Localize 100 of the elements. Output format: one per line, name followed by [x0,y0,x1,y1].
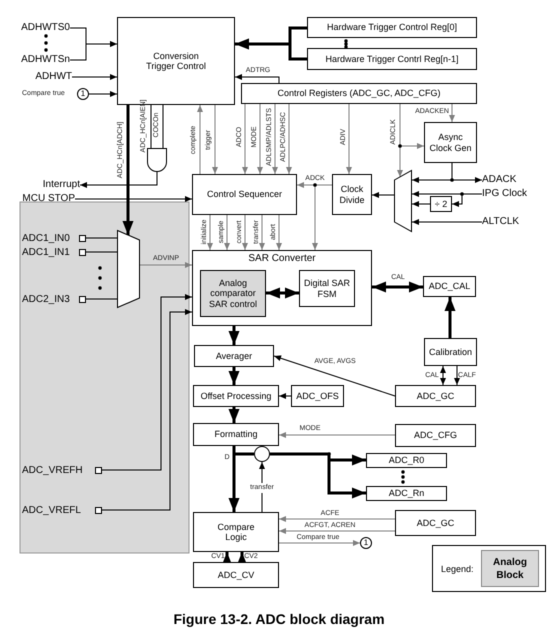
legend-swatch: Analog Block [481,550,539,587]
arrow [80,172,158,188]
box-label: ADC_GC [416,390,454,402]
register-box [395,424,476,447]
bus-arrow [372,282,423,292]
arrow [274,355,396,396]
connector-line [150,104,152,148]
box-label: ÷ 2 [434,198,448,210]
arrow [74,196,192,202]
averager-box [194,345,274,367]
state-machine-box [299,270,355,307]
box-label: Analog comparator SAR control [208,278,258,310]
arrow [259,462,265,512]
register-box [366,453,447,468]
arrow [257,104,263,174]
box-label: Conversion Trigger Control [146,50,206,72]
bus-arrow [228,326,240,345]
signal-label: ADC1_IN0 [22,232,70,244]
arrow [278,432,396,438]
arrow [212,104,218,174]
register-box [307,48,477,70]
bus-line [232,446,254,456]
arrow [449,104,455,122]
bus-arrow [122,105,134,235]
sequencer-box [192,174,297,215]
box-label: Digital SAR FSM [303,278,351,299]
connector-line [86,298,118,300]
clock-generator-box [424,122,477,163]
arrow [276,214,282,250]
arrow [70,41,118,60]
register-box [193,562,279,588]
box-label: Clock Divide [338,184,366,205]
converter-box [192,250,372,326]
connector-circle: 1 [77,88,89,100]
register-box [291,385,344,407]
signal-label: ADHWTSn [18,54,70,66]
arrow [278,540,360,546]
box-label: Offset Processing [200,390,272,402]
box-label: Hardware Trigger Control Reg[0] [326,22,458,33]
arrow [454,366,460,386]
arrow [259,214,265,250]
processing-box [193,385,279,407]
arrow [286,104,292,174]
box-label: ADC_CAL [428,281,470,292]
arrow [312,184,332,250]
register-box [307,17,477,38]
arrow [412,201,430,207]
register-box [395,510,476,536]
formatting-box [193,423,279,446]
compare-logic-box [193,512,279,552]
bus-arrow [235,38,307,60]
signal-label: MCU STOP [20,193,75,206]
register-box [423,276,476,297]
box-label: SAR Converter [248,253,316,264]
connector-circle: 1 [360,537,372,549]
box-label: ADC_R0 [388,455,424,466]
signal-label: ADHWT [30,71,72,83]
box-label: Formatting [214,429,258,440]
arrow [242,104,248,174]
arrow [452,194,482,207]
arrow [440,366,446,386]
signal-label: Interrupt [28,179,80,192]
bus-arrow [444,297,456,338]
signal-label: ADC2_IN3 [22,294,70,304]
bus-arrow [228,367,240,385]
box-label: Control Registers (ADC_GC, ADC_CFG) [277,88,441,99]
box-label: Control Sequencer [206,189,282,200]
arrow [102,294,192,470]
arrow [272,104,278,174]
arrow [102,309,192,510]
comparator-box [200,270,266,317]
arrow [234,74,280,84]
figure-caption: Figure 13-2. ADC block diagram [172,611,386,627]
arrow [88,91,118,97]
register-box [366,486,447,501]
connector-line [162,104,164,148]
signal-label: IPG Clock [482,188,540,200]
arrow [412,219,482,225]
arrow [278,528,396,534]
box-label: Hardware Trigger Contrl Reg[n-1] [325,54,459,64]
arrow [224,214,230,250]
box-label: ADC_CV [218,570,254,580]
box-label: Averager [216,350,252,362]
box-label: ADC_Rn [388,488,424,499]
arrow [207,214,213,250]
box-label: ADC_CFG [414,430,457,441]
box-label: Compare Logic [216,522,256,542]
box-label: Async Clock Gen [428,132,473,153]
arrow [72,74,118,80]
register-box [395,385,476,407]
box-label: ADC_GC [416,518,454,528]
register-box [241,83,477,104]
calibration-box [424,338,477,366]
bus-arrow [228,407,240,423]
arrow [242,214,248,250]
signal-label: ADC1_IN1 [22,246,70,258]
arrow [140,262,192,268]
arrow [278,393,292,399]
signal-label: ADC_VREFH [22,464,83,476]
signal-label: ADACK [482,174,524,186]
